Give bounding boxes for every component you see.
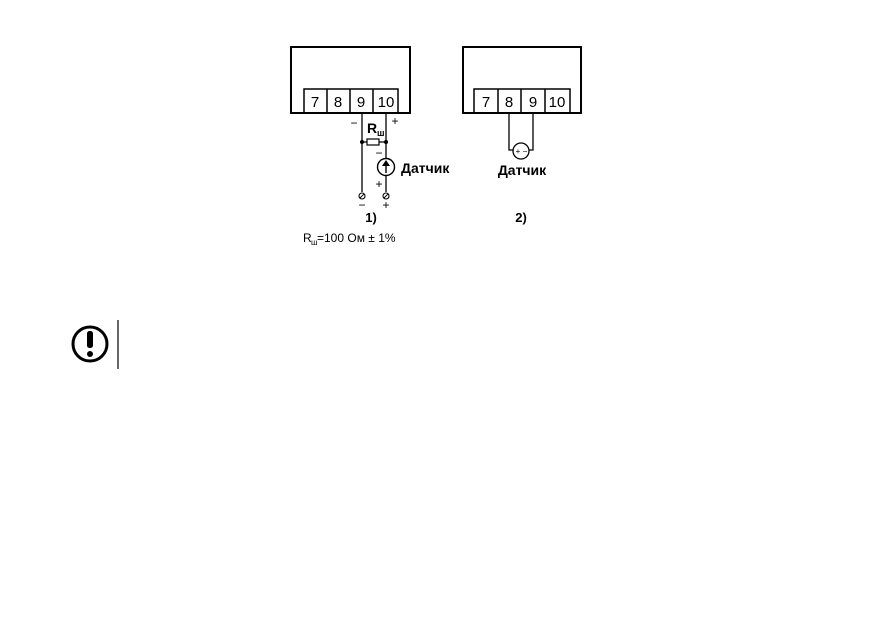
terminal-label: 8: [334, 94, 342, 111]
voltage-source-icon: [512, 142, 530, 160]
footnote-value: =100 Ом ± 1%: [317, 231, 396, 245]
warning-exclamation-icon: [71, 325, 109, 363]
terminal-strip-2: [473, 88, 571, 114]
terminal-label: 7: [311, 94, 319, 111]
minus-sign: −: [350, 116, 357, 130]
output-minus-sign: −: [358, 198, 365, 212]
diagram-2: 7 8 9 10 + − Датчик 2): [462, 46, 582, 225]
output-plus-sign: +: [382, 198, 389, 212]
sensor-minus-sign: −: [375, 146, 382, 160]
diagram-1: 7 8 9 10 − + R ш − Датчик + − + 1) R ш: [290, 46, 450, 247]
sensor-label: Датчик: [401, 160, 450, 176]
terminal-strip-1: [303, 88, 399, 114]
terminal-label: 10: [378, 94, 395, 111]
sensor-label: Датчик: [498, 162, 547, 178]
voltage-source-minus: −: [523, 147, 528, 156]
terminal-label: 9: [357, 94, 365, 111]
footnote-subscript: ш: [311, 238, 317, 247]
current-source-arrowhead: [382, 160, 390, 166]
resistor-label: R: [367, 120, 377, 136]
terminal-label: 10: [549, 94, 566, 111]
resistor-symbol: [366, 138, 380, 146]
resistor-subscript: ш: [377, 128, 385, 138]
sensor-plus-sign: +: [375, 177, 382, 191]
diagram-caption: 1): [365, 210, 377, 225]
junction-dot: [360, 140, 364, 144]
voltage-source-plus: +: [516, 147, 521, 156]
footnote-prefix: R: [303, 231, 312, 245]
terminal-label: 9: [529, 94, 537, 111]
junction-dot: [384, 140, 388, 144]
plus-sign: +: [391, 114, 398, 128]
terminal-label: 8: [505, 94, 513, 111]
terminal-label: 7: [482, 94, 490, 111]
terminal-slot: [359, 193, 365, 199]
terminal-slot: [383, 193, 389, 199]
diagram-caption: 2): [515, 210, 527, 225]
